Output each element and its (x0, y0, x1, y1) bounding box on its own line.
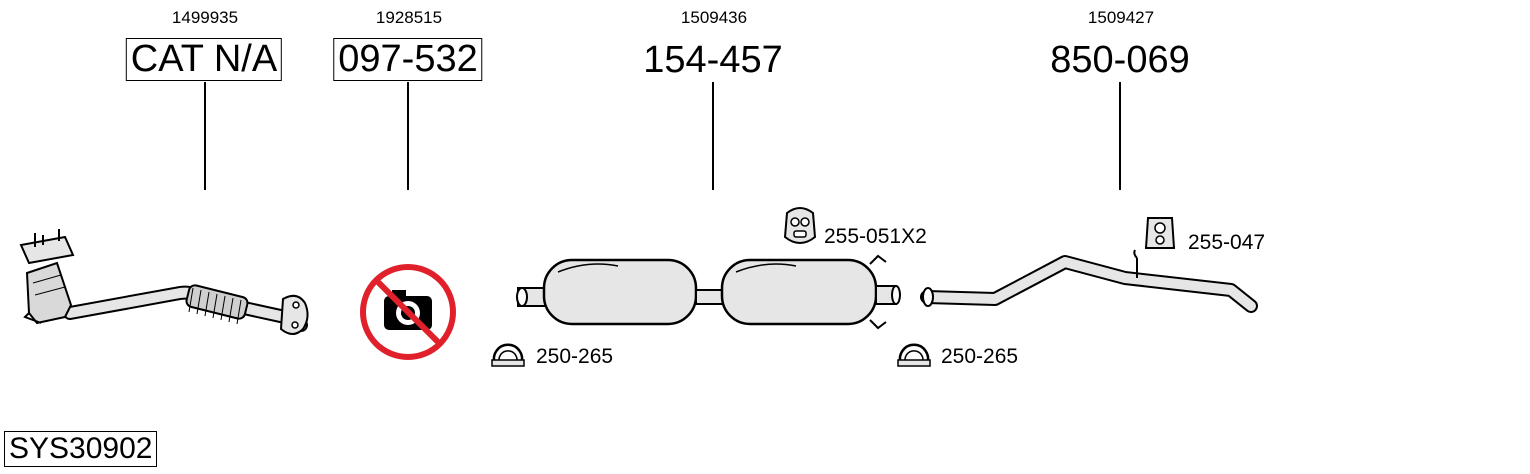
part-3-leader (712, 82, 714, 190)
accessory-clamp-1-label: 250-265 (536, 345, 614, 368)
catalytic-converter-icon (19, 229, 309, 335)
accessory-hanger-2-label: 255-047 (1188, 231, 1266, 254)
part-4-leader (1119, 82, 1121, 190)
part-1-leader (204, 82, 206, 190)
part-1-code: CAT N/A (125, 38, 283, 81)
tail-pipe-icon (920, 249, 1258, 313)
part-3-code: 154-457 (643, 39, 783, 81)
part-1-id: 1499935 (171, 8, 239, 27)
rubber-hanger-icon (783, 207, 817, 244)
part-4-code: 850-069 (1050, 39, 1190, 81)
part-2-code: 097-532 (333, 38, 483, 81)
no-photo-icon (360, 264, 456, 360)
rubber-hanger-icon (1144, 217, 1176, 249)
pipe-clamp-icon (897, 343, 931, 367)
middle-silencer-icon (516, 254, 901, 330)
pipe-clamp-icon (491, 343, 525, 367)
system-code: SYS30902 (4, 431, 158, 467)
part-4-id: 1509427 (1087, 8, 1155, 27)
part-2-id: 1928515 (375, 8, 443, 27)
accessory-clamp-2-label: 250-265 (941, 345, 1019, 368)
part-3-id: 1509436 (680, 8, 748, 27)
part-2-leader (407, 82, 409, 190)
accessory-hanger-1-label: 255-051X2 (824, 225, 927, 248)
